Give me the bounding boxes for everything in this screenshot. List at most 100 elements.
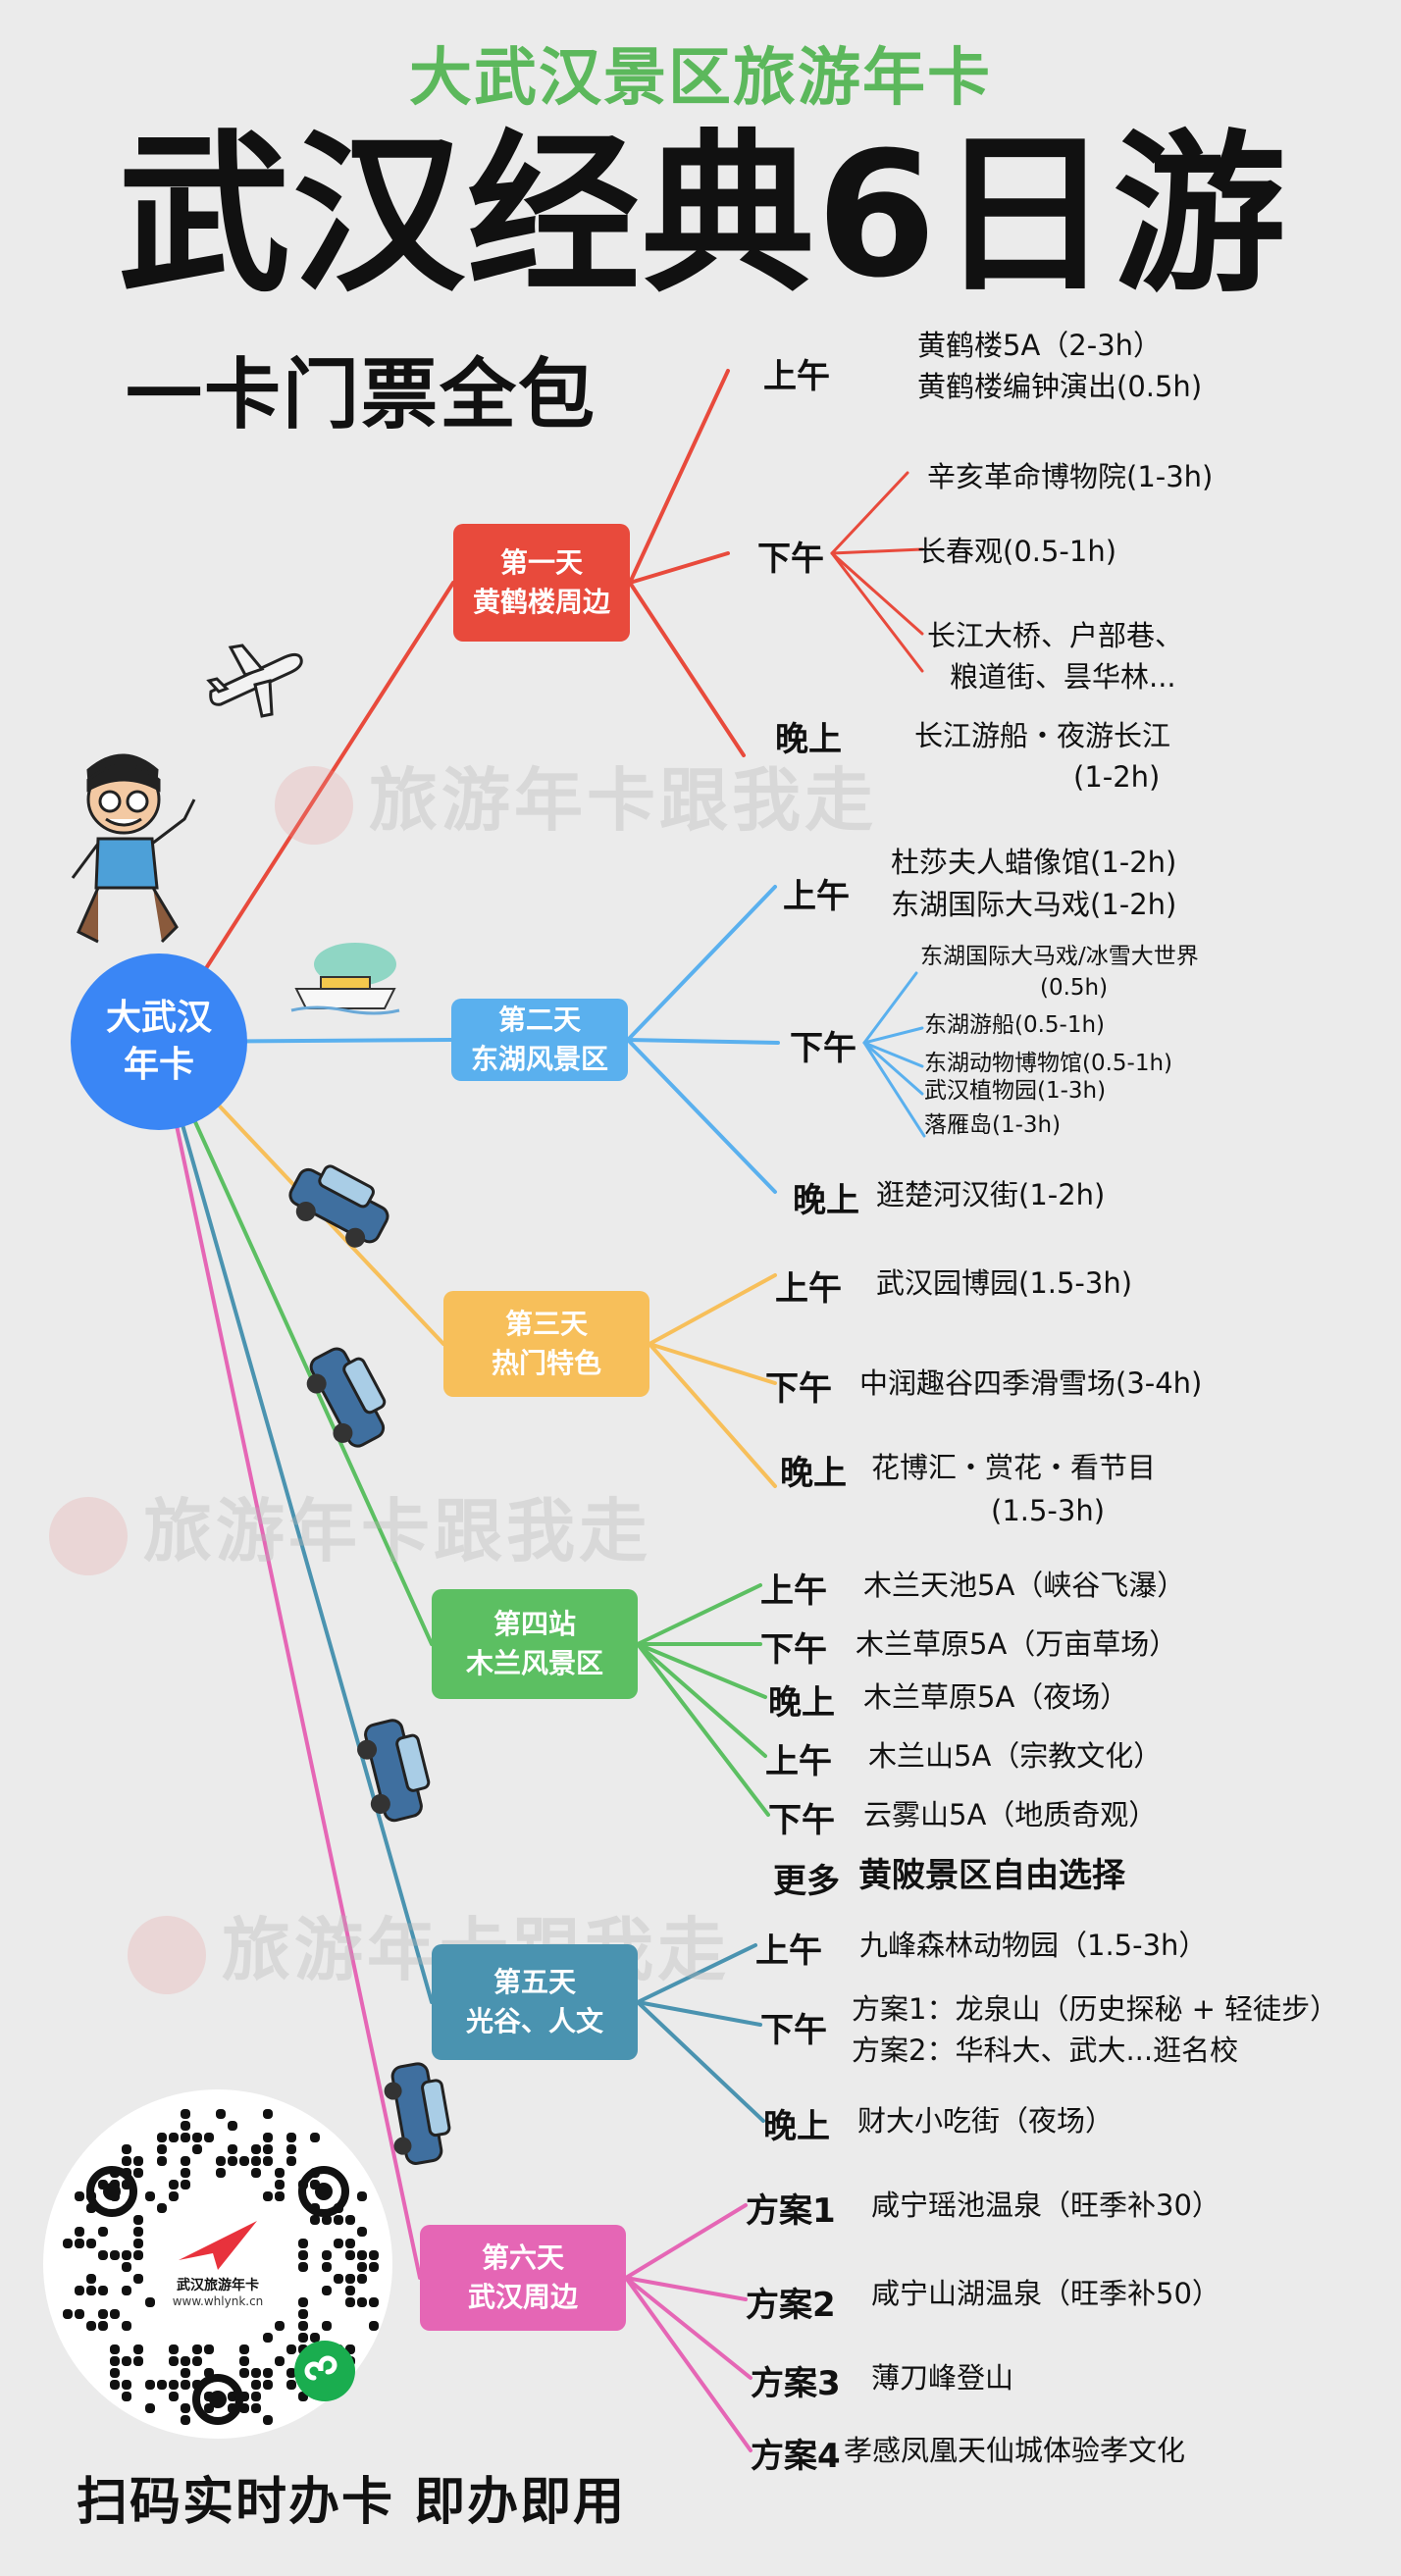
activity-text: 武汉植物园(1-3h) [924,1078,1107,1104]
qr-module [181,2156,190,2166]
activity-text: 东湖动物博物馆(0.5-1h) [924,1051,1173,1076]
qr-module [286,2144,296,2154]
time-slot-label: 下午 [757,540,824,579]
qr-module [286,2380,296,2390]
activity-connector [830,547,924,555]
qr-module [357,2250,367,2260]
time-slot-label: 上午 [775,1269,842,1309]
qr-module [122,2321,131,2331]
slot-connector [648,1342,777,1385]
qr-module [239,2344,249,2354]
slot-connector [628,551,730,585]
slot-connector [636,1642,767,1699]
qr-module [228,2121,237,2131]
qr-module [110,2344,120,2354]
activity-text: 中润趣谷四季滑雪场(3-4h) [859,1366,1203,1400]
qr-brand: 武汉旅游年卡 [177,2278,259,2293]
qr-module [181,2403,190,2413]
activity-text: 东湖国际大马戏/冰雪大世界 [920,944,1199,969]
qr-module [251,2368,261,2378]
time-slot-label: 下午 [760,2011,827,2050]
qr-module [310,2215,320,2225]
activity-text: 黄鹤楼编钟演出(0.5h) [917,370,1203,403]
qr-module [192,2133,202,2142]
qr-module [369,2250,379,2260]
slot-connector [626,1038,780,1045]
qr-module [110,2368,120,2378]
day-theme: 光谷、人文 [465,2005,603,2037]
mini-program-icon[interactable] [292,2339,357,2403]
slot-connector [626,1038,777,1194]
qr-finder [86,2166,137,2217]
qr-module [98,2309,108,2319]
hub-connector [157,1040,434,2004]
time-slot-label: 方案4 [751,2437,841,2476]
qr-module [169,2380,179,2390]
qr-finder [192,2374,243,2425]
time-slot-label: 方案2 [746,2286,836,2325]
cartoon-boy-icon [71,753,196,944]
qr-module [133,2227,143,2237]
qr-module [334,2239,343,2248]
qr-module [310,2133,320,2142]
footer-cta: 扫码实时办卡 即办即用 [77,2473,627,2532]
activity-text: (1.5-3h) [991,1494,1106,1527]
qr-module [98,2321,108,2331]
activity-text: 长江游船・夜游长江 [914,719,1171,752]
hub-connector [157,581,455,1044]
activity-text: 咸宁瑶池温泉（旺季补30） [871,2189,1220,2222]
qr-module [239,2368,249,2378]
qr-module [122,2262,131,2272]
qr-module [251,2144,261,2154]
time-slot-label: 上午 [760,1571,827,1611]
activity-text: 九峰森林动物园（1.5-3h） [859,1929,1208,1962]
qr-module [345,2297,355,2307]
activity-connector [862,1026,924,1045]
qr-module [181,2356,190,2366]
qr-module [263,2333,273,2343]
qr-module [75,2239,84,2248]
qr-module [133,2215,143,2225]
qr-module [157,2133,167,2142]
qr-module [239,2156,249,2166]
qr-module [322,2215,332,2225]
qr-module [263,2133,273,2142]
qr-module [298,2333,308,2343]
slot-connector [636,1583,762,1646]
qr-module [169,2392,179,2401]
day-node: 第二天东湖风景区 [451,999,628,1081]
slot-connector [624,2276,748,2301]
activity-text: 长春观(0.5-1h) [917,535,1117,568]
day-number: 第一天 [499,546,583,579]
time-slot-label: 晚上 [763,2107,830,2146]
time-slot-label: 晚上 [768,1683,835,1723]
qr-module [298,2239,308,2248]
qr-logo: 武汉旅游年卡 www.whlynk.cn [149,2193,286,2331]
day-node: 第六天武汉周边 [420,2225,626,2331]
qr-module [369,2321,379,2331]
hub-connector [157,1040,422,2280]
qr-module [133,2168,143,2178]
day-theme: 武汉周边 [467,2281,578,2313]
activity-text: 孝感凤凰天仙城体验孝文化 [844,2434,1186,2467]
slot-connector [636,1943,757,2004]
qr-module [122,2286,131,2295]
time-slot-label: 上午 [765,1742,832,1781]
day-node: 第四站木兰风景区 [432,1589,638,1699]
qr-finder-center [209,2391,227,2408]
slot-connector [628,369,730,585]
watermark: 旅游年卡跟我走 [275,746,877,845]
qr-module [133,2239,143,2248]
day-node: 第一天黄鹤楼周边 [453,524,630,642]
qr-module [263,2156,273,2166]
qr-module [216,2156,226,2166]
qr-module [181,2121,190,2131]
activity-text: 黄鹤楼5A（2-3h） [917,329,1163,362]
activity-text: 东湖游船(0.5-1h) [924,1012,1106,1038]
activity-connector [862,1041,926,1138]
qr-module [86,2274,96,2284]
time-slot-label: 方案1 [746,2191,836,2231]
activity-text: 木兰天池5A（峡谷飞瀑） [863,1569,1186,1602]
qr-module [204,2403,214,2413]
time-slot-label: 晚上 [780,1454,847,1493]
